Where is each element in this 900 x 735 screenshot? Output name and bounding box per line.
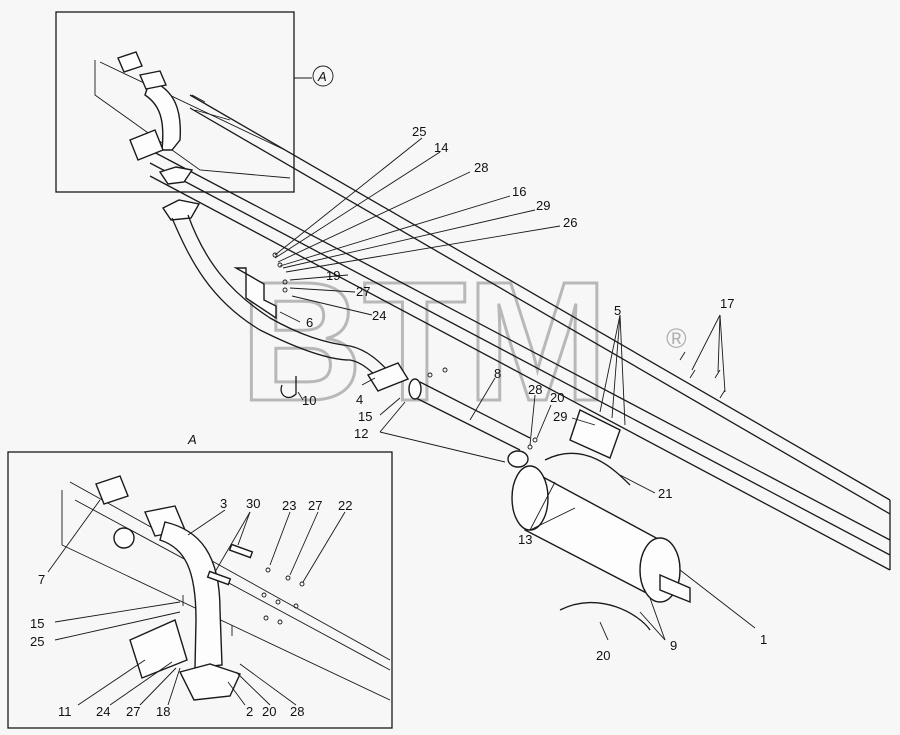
detail-a-leader-lines bbox=[47, 499, 346, 706]
label-13: 13 bbox=[518, 532, 532, 547]
label-24-inset: 24 bbox=[96, 704, 110, 719]
label-1: 1 bbox=[760, 632, 767, 647]
exhaust-pipe-4 bbox=[161, 199, 410, 392]
label-19: 19 bbox=[326, 268, 340, 283]
bracket-6 bbox=[233, 267, 277, 320]
watermark: BTM bbox=[240, 247, 608, 437]
label-7: 7 bbox=[38, 572, 45, 587]
pipe-8 bbox=[408, 378, 531, 468]
label-21: 21 bbox=[658, 486, 672, 501]
label-14: 14 bbox=[434, 140, 448, 155]
label-29-mid: 29 bbox=[553, 409, 567, 424]
label-8: 8 bbox=[494, 366, 501, 381]
label-26: 26 bbox=[563, 215, 577, 230]
detail-a-reference-frame bbox=[55, 11, 295, 193]
frame-rail bbox=[149, 94, 891, 571]
label-27-top: 27 bbox=[356, 284, 370, 299]
label-25-top: 25 bbox=[412, 124, 426, 139]
label-20-inset: 20 bbox=[262, 704, 276, 719]
label-16: 16 bbox=[512, 184, 526, 199]
label-28-mid: 28 bbox=[528, 382, 542, 397]
label-29-top: 29 bbox=[536, 198, 550, 213]
label-23: 23 bbox=[282, 498, 296, 513]
label-12: 12 bbox=[354, 426, 368, 441]
label-15-top: 15 bbox=[358, 409, 372, 424]
detail-a-title: A bbox=[187, 432, 197, 447]
leader-lines bbox=[274, 137, 756, 641]
label-25-inset: 25 bbox=[30, 634, 44, 649]
callout-a-circle bbox=[312, 65, 334, 87]
detail-a-frame bbox=[7, 451, 393, 729]
strap-9 bbox=[559, 601, 651, 631]
bracket-5 bbox=[569, 409, 621, 459]
label-2: 2 bbox=[246, 704, 253, 719]
label-27-inset: 27 bbox=[308, 498, 322, 513]
label-28-inset: 28 bbox=[290, 704, 304, 719]
label-10: 10 bbox=[302, 393, 316, 408]
label-30: 30 bbox=[246, 496, 260, 511]
label-11: 11 bbox=[58, 704, 72, 719]
label-5: 5 bbox=[614, 303, 621, 318]
label-9: 9 bbox=[670, 638, 677, 653]
label-15-inset: 15 bbox=[30, 616, 44, 631]
clamp-10 bbox=[280, 376, 297, 399]
detail-a-labels: A 3 30 23 27 22 7 15 25 11 24 27 18 2 20… bbox=[30, 432, 352, 719]
detail-a-content bbox=[61, 475, 391, 701]
watermark-registered-mark: ® bbox=[666, 323, 687, 354]
fasteners bbox=[272, 252, 726, 450]
label-27-inset-bottom: 27 bbox=[126, 704, 140, 719]
label-4: 4 bbox=[356, 392, 363, 407]
label-20-bottom: 20 bbox=[596, 648, 610, 663]
label-3: 3 bbox=[220, 496, 227, 511]
label-24-top: 24 bbox=[372, 308, 386, 323]
callout-a: A bbox=[317, 69, 327, 84]
label-17: 17 bbox=[720, 296, 734, 311]
muffler-1 bbox=[511, 465, 691, 604]
label-20-mid: 20 bbox=[550, 390, 564, 405]
label-18: 18 bbox=[156, 704, 170, 719]
label-6: 6 bbox=[306, 315, 313, 330]
detail-a-reference-content bbox=[94, 51, 291, 185]
label-28-top: 28 bbox=[474, 160, 488, 175]
part-labels: 25 14 28 16 29 26 19 27 24 6 10 4 15 12 … bbox=[302, 124, 767, 663]
strap-13 bbox=[544, 452, 631, 486]
label-22: 22 bbox=[338, 498, 352, 513]
